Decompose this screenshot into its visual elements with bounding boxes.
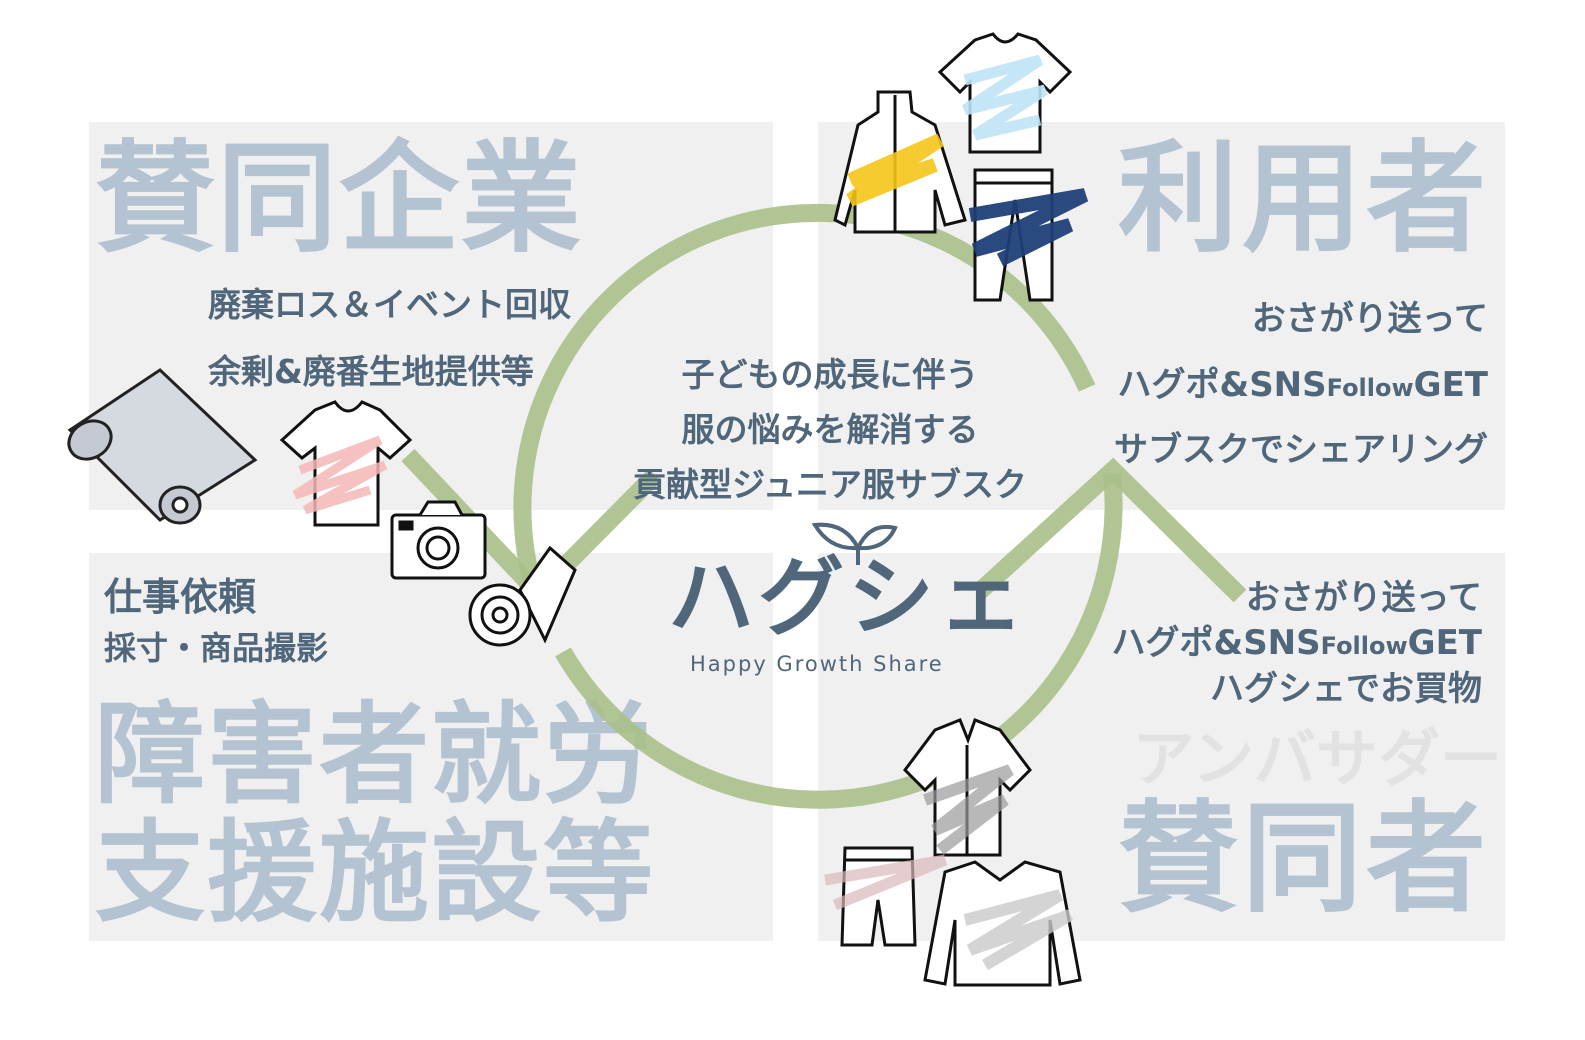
right-up-arrow bbox=[971, 457, 1247, 603]
facilities-title-line1: 障害者就労 bbox=[95, 691, 655, 819]
ambassadors-line3: ハグシェでお買物 bbox=[1210, 669, 1482, 709]
users-line2-main: ハグポ&SNS bbox=[1117, 365, 1327, 405]
logo-tagline: Happy Growth Share bbox=[690, 652, 944, 676]
users-line2-end: GET bbox=[1413, 365, 1488, 405]
cycle-arc-lower bbox=[555, 473, 1123, 809]
facilities-line1: 仕事依頼 bbox=[104, 575, 257, 619]
users-line1: おさがり送って bbox=[1251, 299, 1488, 339]
users-line3: サブスクでシェアリング bbox=[1114, 430, 1488, 470]
sponsors-title: 賛同企業 bbox=[95, 130, 583, 269]
users-line2-small: Follow bbox=[1326, 374, 1414, 402]
sweater-icon bbox=[923, 860, 1082, 987]
facilities-line2: 採寸・商品撮影 bbox=[104, 629, 329, 667]
center-line3: 貢献型ジュニア服サブスク bbox=[633, 465, 1027, 504]
ambassadors-line2-main: ハグポ&SNS bbox=[1111, 623, 1321, 663]
pants-icon bbox=[968, 168, 1089, 302]
ambassadors-subtitle: アンバサダー bbox=[1132, 722, 1502, 795]
users-title: 利用者 bbox=[1118, 130, 1490, 269]
ambassadors-line2: ハグポ&SNSFollowGET bbox=[1080, 626, 1482, 660]
shorts-icon bbox=[824, 846, 948, 947]
shirt-icon bbox=[903, 718, 1032, 857]
tshirt-icon bbox=[279, 400, 413, 527]
sponsors-line1: 廃棄ロス＆イベント回収 bbox=[208, 285, 571, 324]
ambassadors-line2-small: Follow bbox=[1320, 632, 1408, 660]
ambassadors-line2-end: GET bbox=[1407, 623, 1482, 663]
sponsors-line2: 余剰&廃番生地提供等 bbox=[208, 352, 534, 391]
center-line1: 子どもの成長に伴う bbox=[681, 355, 979, 394]
facilities-title-line2: 支援施設等 bbox=[95, 809, 655, 937]
users-line2: ハグポ&SNSFollowGET bbox=[1080, 368, 1488, 402]
sprout-icon bbox=[811, 522, 898, 565]
fabric-roll-icon bbox=[67, 368, 258, 525]
ambassadors-title: 賛同者 bbox=[1118, 790, 1490, 929]
measuring-tape-icon bbox=[468, 545, 577, 647]
top-tshirt-icon bbox=[937, 32, 1073, 154]
jacket-icon bbox=[833, 90, 967, 234]
center-line2: 服の悩みを解消する bbox=[681, 410, 979, 449]
camera-icon bbox=[390, 500, 487, 580]
ambassadors-line1: おさがり送って bbox=[1245, 578, 1482, 618]
logo-name: ハグシェ bbox=[668, 548, 1028, 648]
